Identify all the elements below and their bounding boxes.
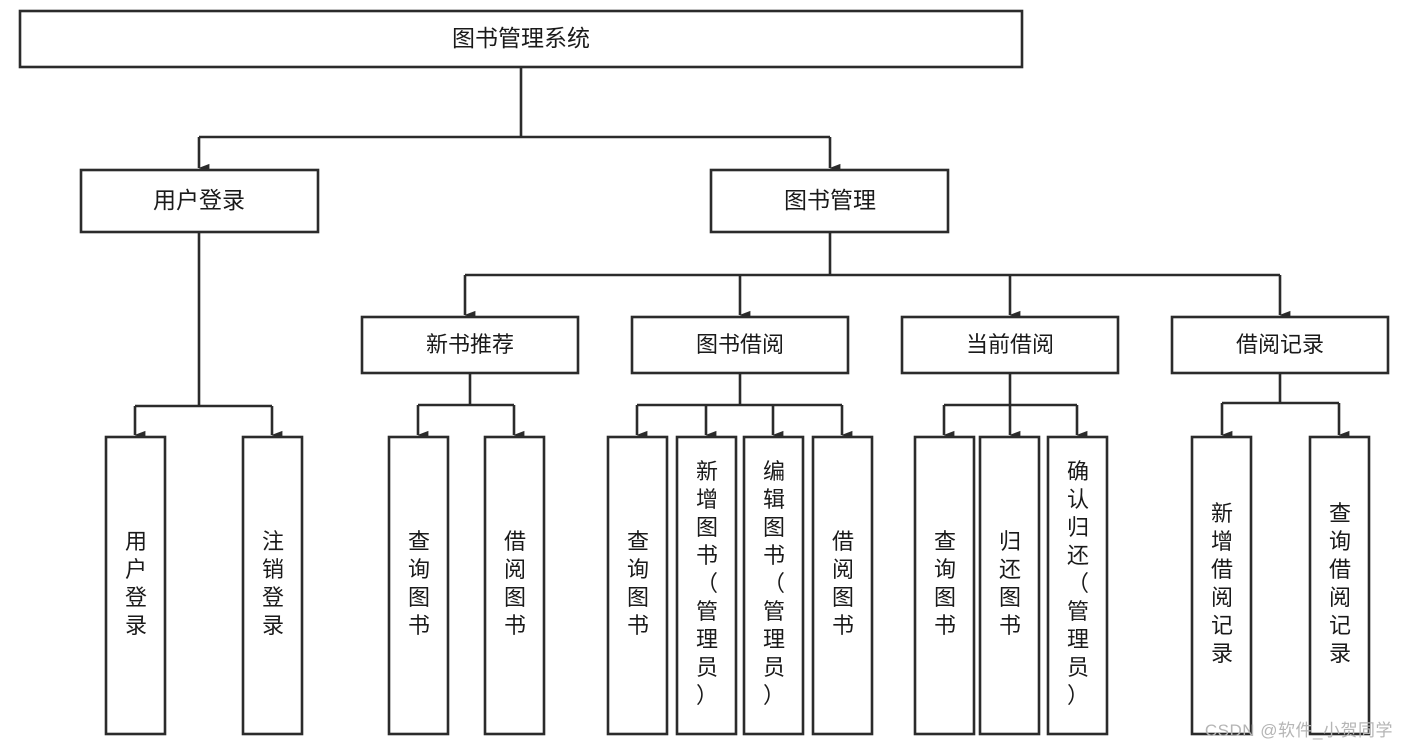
node-user-login-box[interactable] (79, 168, 320, 234)
node-leaf-add-record-label: 新增借阅记录 (1211, 501, 1233, 666)
node-book-management-box[interactable] (709, 168, 950, 234)
node-leaf-confirm-return-label: 确认归还（管理员） (1067, 459, 1089, 708)
connectors-bookborrow-to-leaves (635, 373, 853, 440)
node-root-label: 图书管理系统 (452, 25, 590, 51)
connectors-bookmgmt-to-level3 (463, 232, 1291, 320)
node-leaf-query-book-1-box[interactable] (387, 435, 450, 736)
node-leaf-borrow-book-1[interactable]: 借阅图书 (483, 435, 546, 736)
node-leaf-query-book-2-box[interactable] (606, 435, 669, 736)
node-leaf-query-book-3-label: 查询图书 (934, 529, 956, 638)
node-leaf-return-book-label: 归还图书 (999, 529, 1021, 638)
node-book-management-label: 图书管理 (784, 187, 876, 213)
node-user-login[interactable]: 用户登录 (79, 168, 320, 234)
node-book-borrow-label: 图书借阅 (696, 332, 784, 357)
node-book-borrow[interactable]: 图书借阅 (630, 315, 850, 375)
node-leaf-query-book-3-box[interactable] (913, 435, 976, 736)
node-root[interactable]: 图书管理系统 (18, 9, 1024, 69)
node-leaf-user-login-label: 用户登录 (125, 529, 147, 638)
node-leaf-add-record[interactable]: 新增借阅记录 (1190, 435, 1253, 736)
node-leaf-borrow-book-2[interactable]: 借阅图书 (811, 435, 874, 736)
node-leaf-edit-book-label: 编辑图书（管理员） (763, 459, 785, 708)
node-leaf-edit-book-box[interactable] (742, 435, 805, 736)
node-leaf-query-record[interactable]: 查询借阅记录 (1308, 435, 1371, 736)
connectors-userlogin-to-leaves (133, 232, 283, 440)
node-leaf-query-record-label: 查询借阅记录 (1329, 501, 1351, 666)
node-new-book-recommend-box[interactable] (360, 315, 580, 375)
connectors-root-to-level2 (197, 67, 841, 173)
node-leaf-return-book[interactable]: 归还图书 (978, 435, 1041, 736)
node-leaf-query-book-2[interactable]: 查询图书 (606, 435, 669, 736)
node-root-box[interactable] (18, 9, 1024, 69)
node-new-book-recommend[interactable]: 新书推荐 (360, 315, 580, 375)
node-leaf-add-book[interactable]: 新增图书（管理员） (675, 435, 738, 736)
node-leaf-edit-book[interactable]: 编辑图书（管理员） (742, 435, 805, 736)
connectors-newbook-to-leaves (416, 373, 525, 440)
node-leaf-confirm-return-box[interactable] (1046, 435, 1109, 736)
node-leaf-user-login-box[interactable] (104, 435, 167, 736)
node-leaf-query-book-1-label: 查询图书 (408, 529, 430, 638)
node-leaf-query-record-box[interactable] (1308, 435, 1371, 736)
node-leaf-query-book-1[interactable]: 查询图书 (387, 435, 450, 736)
csdn-watermark: CSDN @软件_小贺同学 (1204, 721, 1393, 740)
node-current-borrow[interactable]: 当前借阅 (900, 315, 1120, 375)
node-leaf-user-logout-box[interactable] (241, 435, 304, 736)
node-current-borrow-label: 当前借阅 (966, 332, 1054, 357)
node-leaf-borrow-book-1-box[interactable] (483, 435, 546, 736)
node-leaf-user-login[interactable]: 用户登录 (104, 435, 167, 736)
node-book-management[interactable]: 图书管理 (709, 168, 950, 234)
node-borrow-record[interactable]: 借阅记录 (1170, 315, 1390, 375)
node-leaf-query-book-3[interactable]: 查询图书 (913, 435, 976, 736)
node-leaf-borrow-book-1-label: 借阅图书 (504, 529, 526, 638)
node-user-login-label: 用户登录 (153, 187, 245, 213)
node-leaf-borrow-book-2-label: 借阅图书 (832, 529, 854, 638)
node-borrow-record-label: 借阅记录 (1236, 332, 1324, 357)
node-leaf-query-book-2-label: 查询图书 (627, 529, 649, 638)
node-book-borrow-box[interactable] (630, 315, 850, 375)
node-leaf-add-record-box[interactable] (1190, 435, 1253, 736)
connectors-currentborrow-to-leaves (942, 373, 1088, 440)
node-current-borrow-box[interactable] (900, 315, 1120, 375)
connectors-borrowrecord-to-leaves (1220, 373, 1350, 440)
node-leaf-user-logout[interactable]: 注销登录 (241, 435, 304, 736)
node-leaf-borrow-book-2-box[interactable] (811, 435, 874, 736)
node-leaf-add-book-label: 新增图书（管理员） (696, 459, 718, 708)
node-leaf-confirm-return[interactable]: 确认归还（管理员） (1046, 435, 1109, 736)
node-borrow-record-box[interactable] (1170, 315, 1390, 375)
node-leaf-user-logout-label: 注销登录 (262, 529, 284, 638)
node-leaf-add-book-box[interactable] (675, 435, 738, 736)
node-new-book-recommend-label: 新书推荐 (426, 332, 514, 357)
node-leaf-return-book-box[interactable] (978, 435, 1041, 736)
